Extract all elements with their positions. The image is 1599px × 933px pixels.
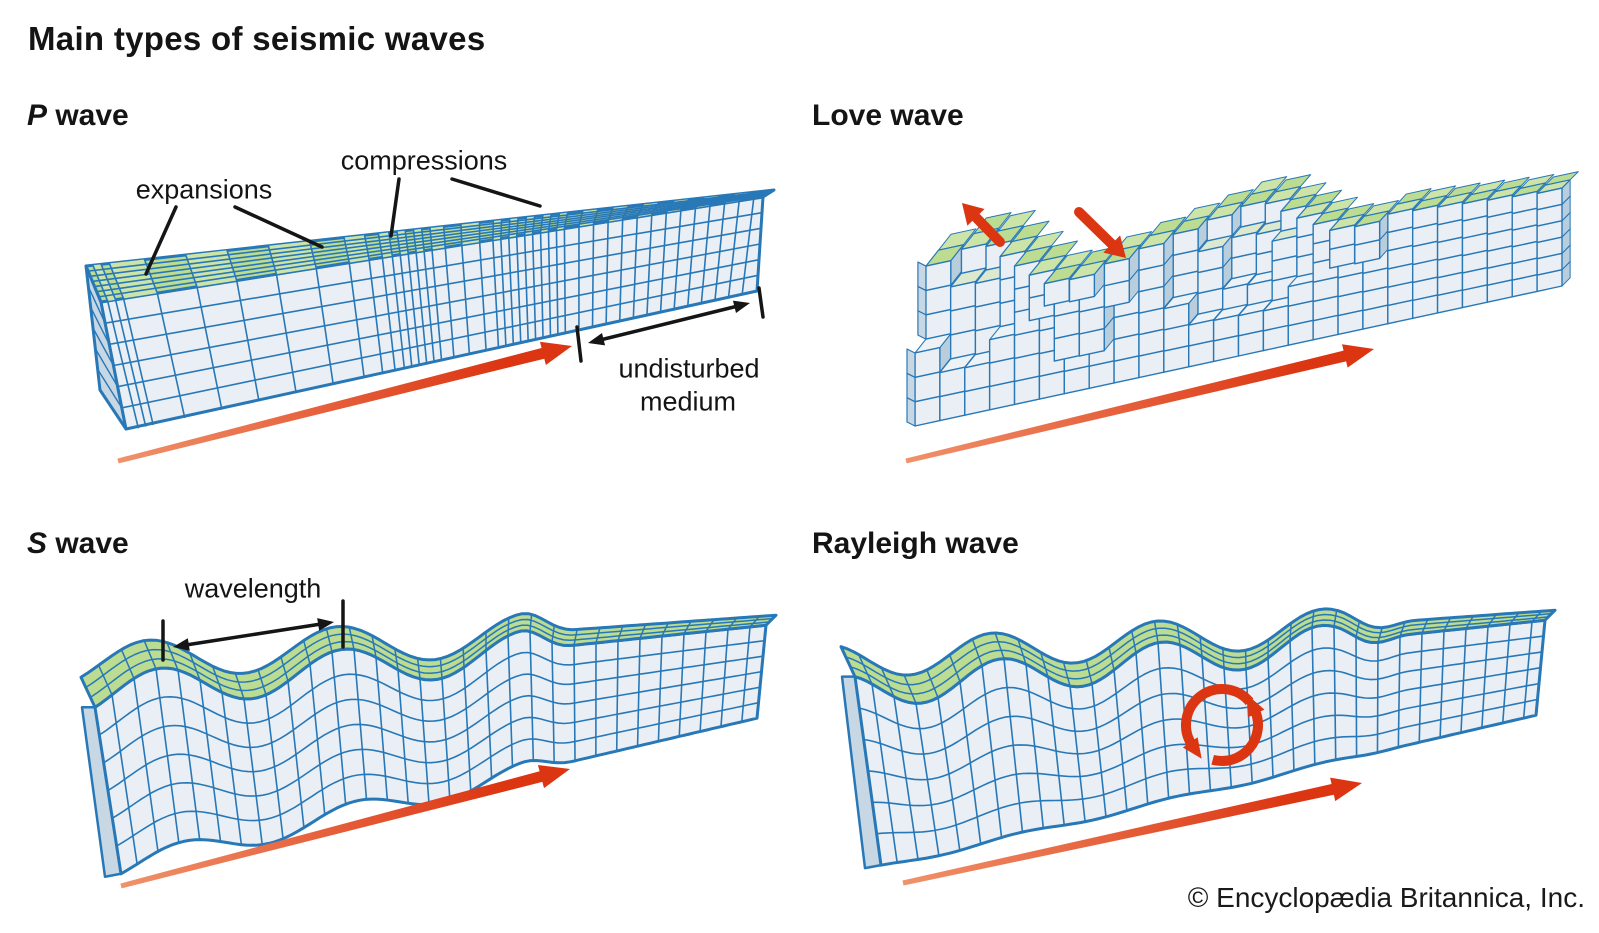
p-wave-label: P wave (27, 99, 129, 133)
p-wave-label-italic: P (27, 99, 48, 132)
s-wave-label-italic: S (27, 527, 48, 560)
expansions-annotation: expansions (135, 174, 273, 205)
love-wave-block (906, 171, 1579, 427)
figure-title: Main types of seismic waves (28, 20, 486, 57)
p-wave-annotation-lines (144, 177, 765, 363)
love-wave-shear-arrows (962, 203, 1126, 258)
p-wave-block (84, 188, 776, 431)
rayleigh-wave-label-rest: Rayleigh wave (812, 527, 1019, 560)
rayleigh-wave-block (839, 607, 1557, 870)
love-wave-label-rest: Love wave (812, 99, 964, 132)
copyright-notice: © Encyclopædia Britannica, Inc. (1187, 882, 1585, 913)
s-wave-annotation-lines (161, 599, 345, 662)
compressions-annotation: compressions (340, 145, 508, 176)
s-wave-label-rest: wave (47, 527, 129, 560)
undisturbed-medium-annotation-line2: medium (639, 386, 737, 417)
rayleigh-wave-label: Rayleigh wave (812, 527, 1019, 561)
s-wave-block (79, 612, 778, 879)
rayleigh-particle-motion-circle (1181, 684, 1265, 766)
p-wave-label-rest: wave (47, 99, 129, 132)
undisturbed-medium-annotation-line1: undisturbed (618, 353, 760, 384)
p-wave-propagation-arrow (117, 341, 572, 464)
love-wave-propagation-arrow (905, 344, 1374, 464)
love-wave-label: Love wave (812, 99, 964, 133)
s-wave-label: S wave (27, 527, 129, 561)
wavelength-annotation: wavelength (184, 573, 322, 604)
s-wave-propagation-arrow (120, 764, 571, 889)
rayleigh-wave-propagation-arrow (902, 777, 1362, 886)
